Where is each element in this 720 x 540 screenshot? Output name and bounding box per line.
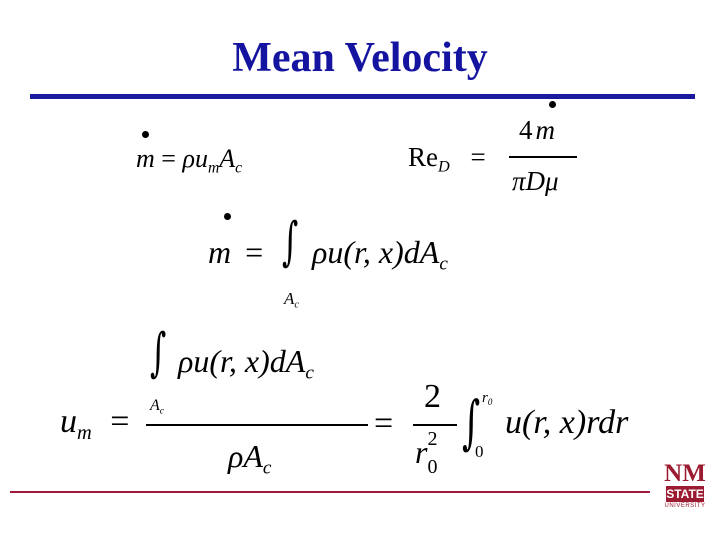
- denominator: πDμ: [512, 166, 559, 196]
- pipe-radius-subscript: 0: [427, 456, 438, 478]
- logo-university: UNIVERSITY: [664, 503, 706, 509]
- equals-sign: =: [245, 234, 264, 270]
- mass-flow-symbol: m: [535, 115, 556, 145]
- upper-limit-subscript: 0: [487, 397, 493, 408]
- denominator: ρA: [228, 438, 263, 474]
- logo-monogram: NM: [664, 460, 706, 487]
- reynolds-subscript: D: [438, 157, 450, 176]
- integration-domain-subscript: c: [294, 299, 299, 311]
- integrand-subscript: c: [439, 253, 448, 275]
- time-derivative-dot: [142, 131, 149, 138]
- fraction-bar: [146, 424, 368, 426]
- density-symbol: ρ: [182, 144, 195, 173]
- numerator-integrand-subscript: c: [305, 362, 314, 384]
- time-derivative-dot: [549, 101, 556, 108]
- integrand: u(r, x)rdr: [505, 404, 629, 441]
- coefficient-numerator: 2: [424, 378, 441, 415]
- nmsu-logo: NM STATE UNIVERSITY: [660, 460, 710, 520]
- mean-velocity-subscript: m: [77, 422, 92, 445]
- footer-divider: [10, 491, 650, 493]
- lower-limit: 0: [475, 442, 484, 461]
- area-subscript: c: [235, 159, 243, 177]
- fraction-bar: [509, 156, 577, 158]
- integrand: ρu(r, x)dA: [312, 234, 440, 270]
- mean-velocity-symbol: u: [60, 403, 77, 440]
- title-divider: [30, 94, 695, 99]
- area-symbol: A: [219, 144, 236, 173]
- pipe-radius-exponent: 2: [427, 428, 438, 450]
- integral-sign: ∫: [282, 212, 299, 272]
- velocity-subscript: m: [207, 159, 220, 177]
- equals-sign: =: [470, 142, 486, 172]
- equals-sign: =: [110, 403, 130, 440]
- slide-title: Mean Velocity: [232, 35, 488, 81]
- reynolds-symbol: Re: [408, 142, 438, 172]
- numerator-integrand: ρu(r, x)dA: [178, 343, 306, 379]
- numerator-coefficient: 4: [519, 115, 533, 145]
- equals-sign: =: [161, 144, 176, 173]
- integral-sign: ∫: [462, 388, 481, 456]
- integration-domain: A: [284, 289, 295, 308]
- mass-flow-symbol: m: [136, 144, 155, 173]
- integration-domain-subscript: c: [159, 405, 165, 417]
- velocity-symbol: u: [194, 144, 208, 173]
- denominator-subscript: c: [262, 457, 272, 479]
- upper-limit: r: [482, 390, 488, 406]
- equals-sign: =: [374, 405, 394, 442]
- integration-domain: A: [150, 397, 160, 414]
- logo-state: STATE: [666, 486, 704, 502]
- integral-sign: ∫: [150, 323, 167, 383]
- pipe-radius-symbol: r: [415, 434, 428, 470]
- mass-flow-symbol: m: [208, 234, 232, 270]
- time-derivative-dot: [224, 213, 231, 220]
- fraction-bar: [413, 424, 457, 426]
